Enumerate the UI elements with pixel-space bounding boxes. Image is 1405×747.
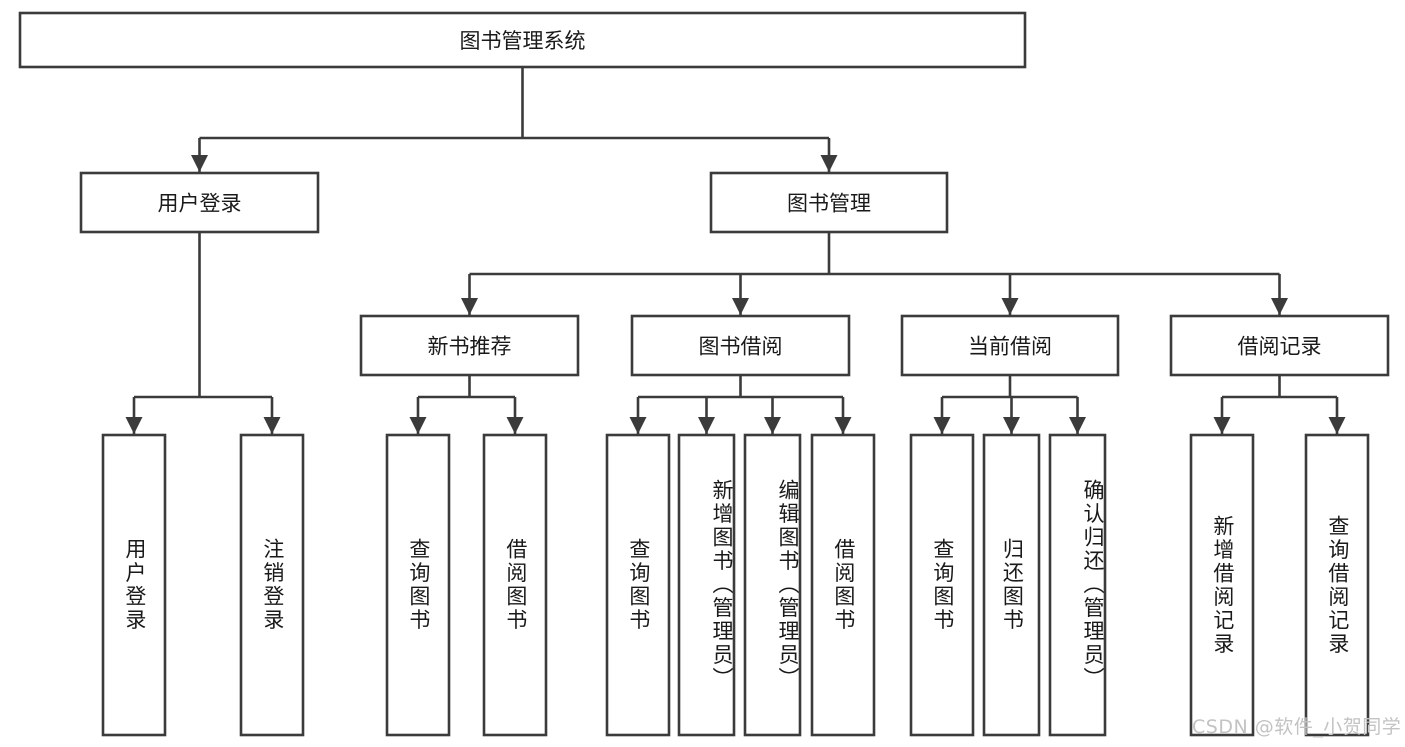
arrow-head-icon	[125, 417, 143, 434]
arrow-head-icon	[1069, 417, 1086, 434]
node-box-leaf-query-record[interactable]	[1304, 433, 1370, 737]
arrow-head-icon	[1001, 298, 1019, 315]
arrow-head-icon	[191, 155, 208, 172]
node-box-leaf-edit-book[interactable]	[743, 433, 802, 737]
arrow-head-icon	[820, 155, 838, 172]
arrow-head-icon	[698, 417, 715, 434]
node-box-current-borrow[interactable]	[900, 314, 1120, 377]
connectors-layer	[125, 67, 1346, 434]
arrow-head-icon	[1271, 298, 1288, 315]
node-box-book-manage[interactable]	[709, 171, 949, 234]
arrow-head-icon	[834, 417, 852, 434]
arrow-head-icon	[1213, 417, 1231, 434]
node-box-user-login[interactable]	[79, 171, 320, 234]
node-box-borrow-record[interactable]	[1169, 314, 1390, 377]
node-label-borrow-record: 借阅记录	[1238, 335, 1322, 359]
arrow-head-icon	[629, 417, 647, 434]
node-label-new-book-recommend: 新书推荐	[428, 335, 512, 359]
node-box-leaf-add-record[interactable]	[1189, 433, 1255, 737]
arrow-head-icon	[506, 417, 524, 434]
node-box-leaf-query-book-1[interactable]	[385, 433, 451, 737]
node-box-book-borrow[interactable]	[630, 314, 851, 377]
node-box-leaf-user-login[interactable]	[101, 433, 167, 737]
node-box-leaf-logout[interactable]	[239, 433, 305, 737]
arrow-head-icon	[263, 417, 281, 434]
node-box-leaf-borrow-book-2[interactable]	[810, 433, 876, 737]
arrow-head-icon	[764, 417, 781, 434]
node-box-leaf-return-book[interactable]	[982, 433, 1041, 737]
node-box-leaf-query-book-3[interactable]	[909, 433, 975, 737]
node-box-new-book-recommend[interactable]	[359, 314, 580, 377]
arrow-head-icon	[1328, 417, 1346, 434]
arrow-head-icon	[933, 417, 951, 434]
node-box-leaf-query-book-2[interactable]	[605, 433, 671, 737]
node-box-root[interactable]	[18, 11, 1027, 69]
node-label-book-manage: 图书管理	[787, 192, 871, 216]
node-box-leaf-add-book[interactable]	[677, 433, 736, 737]
arrow-head-icon	[461, 298, 478, 315]
node-label-root: 图书管理系统	[460, 29, 586, 53]
node-label-current-borrow: 当前借阅	[968, 335, 1052, 359]
node-label-book-borrow: 图书借阅	[699, 335, 783, 359]
node-label-user-login: 用户登录	[158, 192, 242, 216]
arrow-head-icon	[1003, 417, 1020, 434]
node-box-leaf-confirm-return[interactable]	[1048, 433, 1107, 737]
node-box-leaf-borrow-book-1[interactable]	[482, 433, 548, 737]
arrow-head-icon	[409, 417, 427, 434]
csdn-watermark: CSDN @软件_小贺同学	[1192, 716, 1402, 738]
boxes-layer	[18, 11, 1390, 737]
arrow-head-icon	[732, 298, 749, 315]
